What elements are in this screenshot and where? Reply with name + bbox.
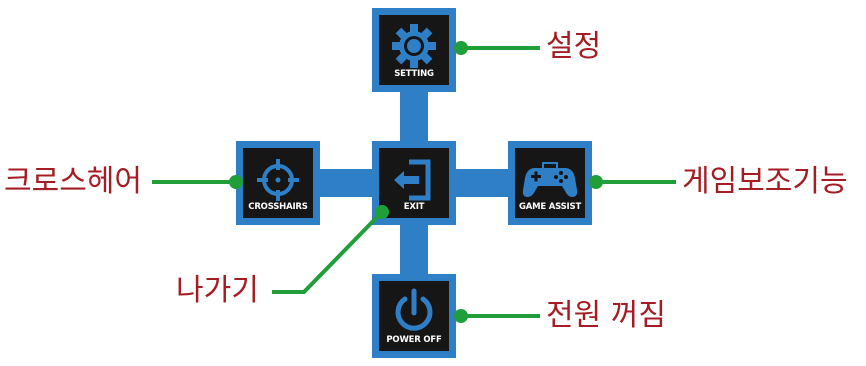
gear-icon [392,24,436,68]
setting-tile-face: SETTING [379,15,449,85]
power-off-callout: 전원 꺼짐 [546,298,666,333]
connector-vertical-top [400,92,428,142]
crosshair-icon [257,159,299,201]
power-off-tile-face: POWER OFF [379,281,449,351]
game-assist-label: GAME ASSIST [518,202,582,212]
exit-icon [394,159,431,201]
game-assist-button[interactable]: GAME ASSIST [508,141,592,225]
crosshairs-tile-face: CROSSHAIRS [243,148,313,218]
exit-label: EXIT [403,202,425,212]
setting-leader-dot [454,41,468,55]
power-off-label: POWER OFF [386,335,442,345]
power-icon [395,288,433,331]
exit-tile-face: EXIT [379,148,449,218]
crosshairs-button[interactable]: CROSSHAIRS [236,141,320,225]
game-assist-tile-face: GAME ASSIST [515,148,585,218]
connector-vertical-bottom [400,224,428,274]
exit-callout: 나가기 [176,273,259,308]
connector-horizontal-left [318,169,378,197]
setting-button[interactable]: SETTING [372,8,456,92]
crosshairs-leader-dot [229,175,243,189]
power-off-button[interactable]: POWER OFF [372,274,456,358]
setting-label: SETTING [394,69,434,79]
game-assist-leader-dot [589,175,603,189]
crosshairs-label: CROSSHAIRS [248,202,308,212]
crosshairs-callout: 크로스헤어 [4,164,142,199]
exit-leader-dot [375,205,389,219]
setting-callout: 설정 [546,29,602,64]
gamepad-icon [522,162,578,197]
connector-horizontal-right [452,169,512,197]
power-off-leader-dot [454,309,468,323]
game-assist-callout: 게임보조기능 [682,164,848,199]
exit-leader [272,210,384,294]
